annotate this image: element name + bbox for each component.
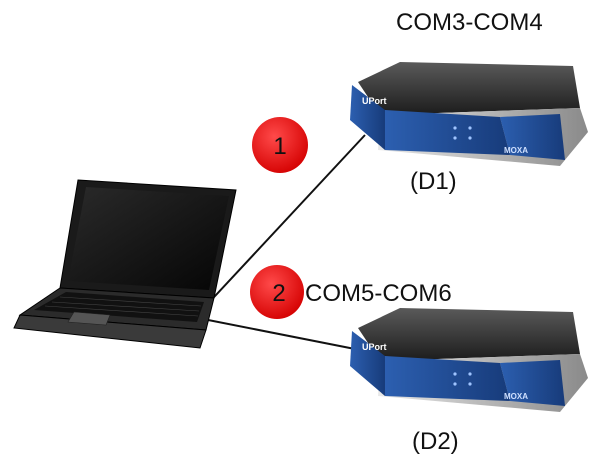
cable-to-d1 bbox=[201, 134, 366, 311]
device-d2: UPort MOXA bbox=[350, 308, 588, 412]
d2-ports-label: COM5-COM6 bbox=[305, 280, 452, 307]
step-2-number: 2 bbox=[272, 280, 285, 307]
step-marker-1: 1 bbox=[252, 117, 308, 173]
d1-model-label: UPort bbox=[362, 96, 387, 106]
d2-id-label: (D2) bbox=[412, 428, 459, 455]
d1-id-label: (D1) bbox=[410, 168, 457, 195]
cable-to-d2 bbox=[197, 317, 361, 351]
laptop bbox=[13, 179, 237, 349]
d2-model-label: UPort bbox=[362, 342, 387, 352]
d1-brand-label: MOXA bbox=[504, 146, 528, 155]
device-d1: UPort MOXA bbox=[350, 62, 588, 166]
d2-brand-label: MOXA bbox=[504, 392, 528, 401]
d1-ports-label: COM3-COM4 bbox=[396, 9, 543, 36]
step-marker-2: 2 bbox=[250, 265, 304, 319]
step-1-number: 1 bbox=[273, 133, 286, 160]
